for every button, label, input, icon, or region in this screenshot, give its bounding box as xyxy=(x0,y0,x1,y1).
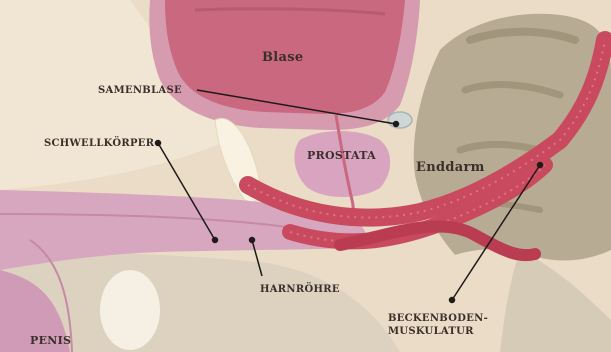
label-samenblase: SAMENBLASE xyxy=(98,85,182,96)
label-enddarm: Enddarm xyxy=(416,160,485,175)
scrotum-highlight xyxy=(100,270,160,350)
label-schwellkoerper: SCHWELLKÖRPER xyxy=(44,136,155,149)
label-beckenboden-line1: BECKENBODEN- xyxy=(388,313,488,324)
label-blase: Blase xyxy=(262,50,303,65)
seminal-vesicle xyxy=(388,112,412,128)
label-beckenboden-line2: MUSKULATUR xyxy=(388,326,474,337)
label-prostata: PROSTATA xyxy=(307,149,376,162)
label-penis: PENIS xyxy=(30,334,71,347)
prostate xyxy=(294,131,390,197)
label-harnroehre: HARNRÖHRE xyxy=(260,282,340,295)
